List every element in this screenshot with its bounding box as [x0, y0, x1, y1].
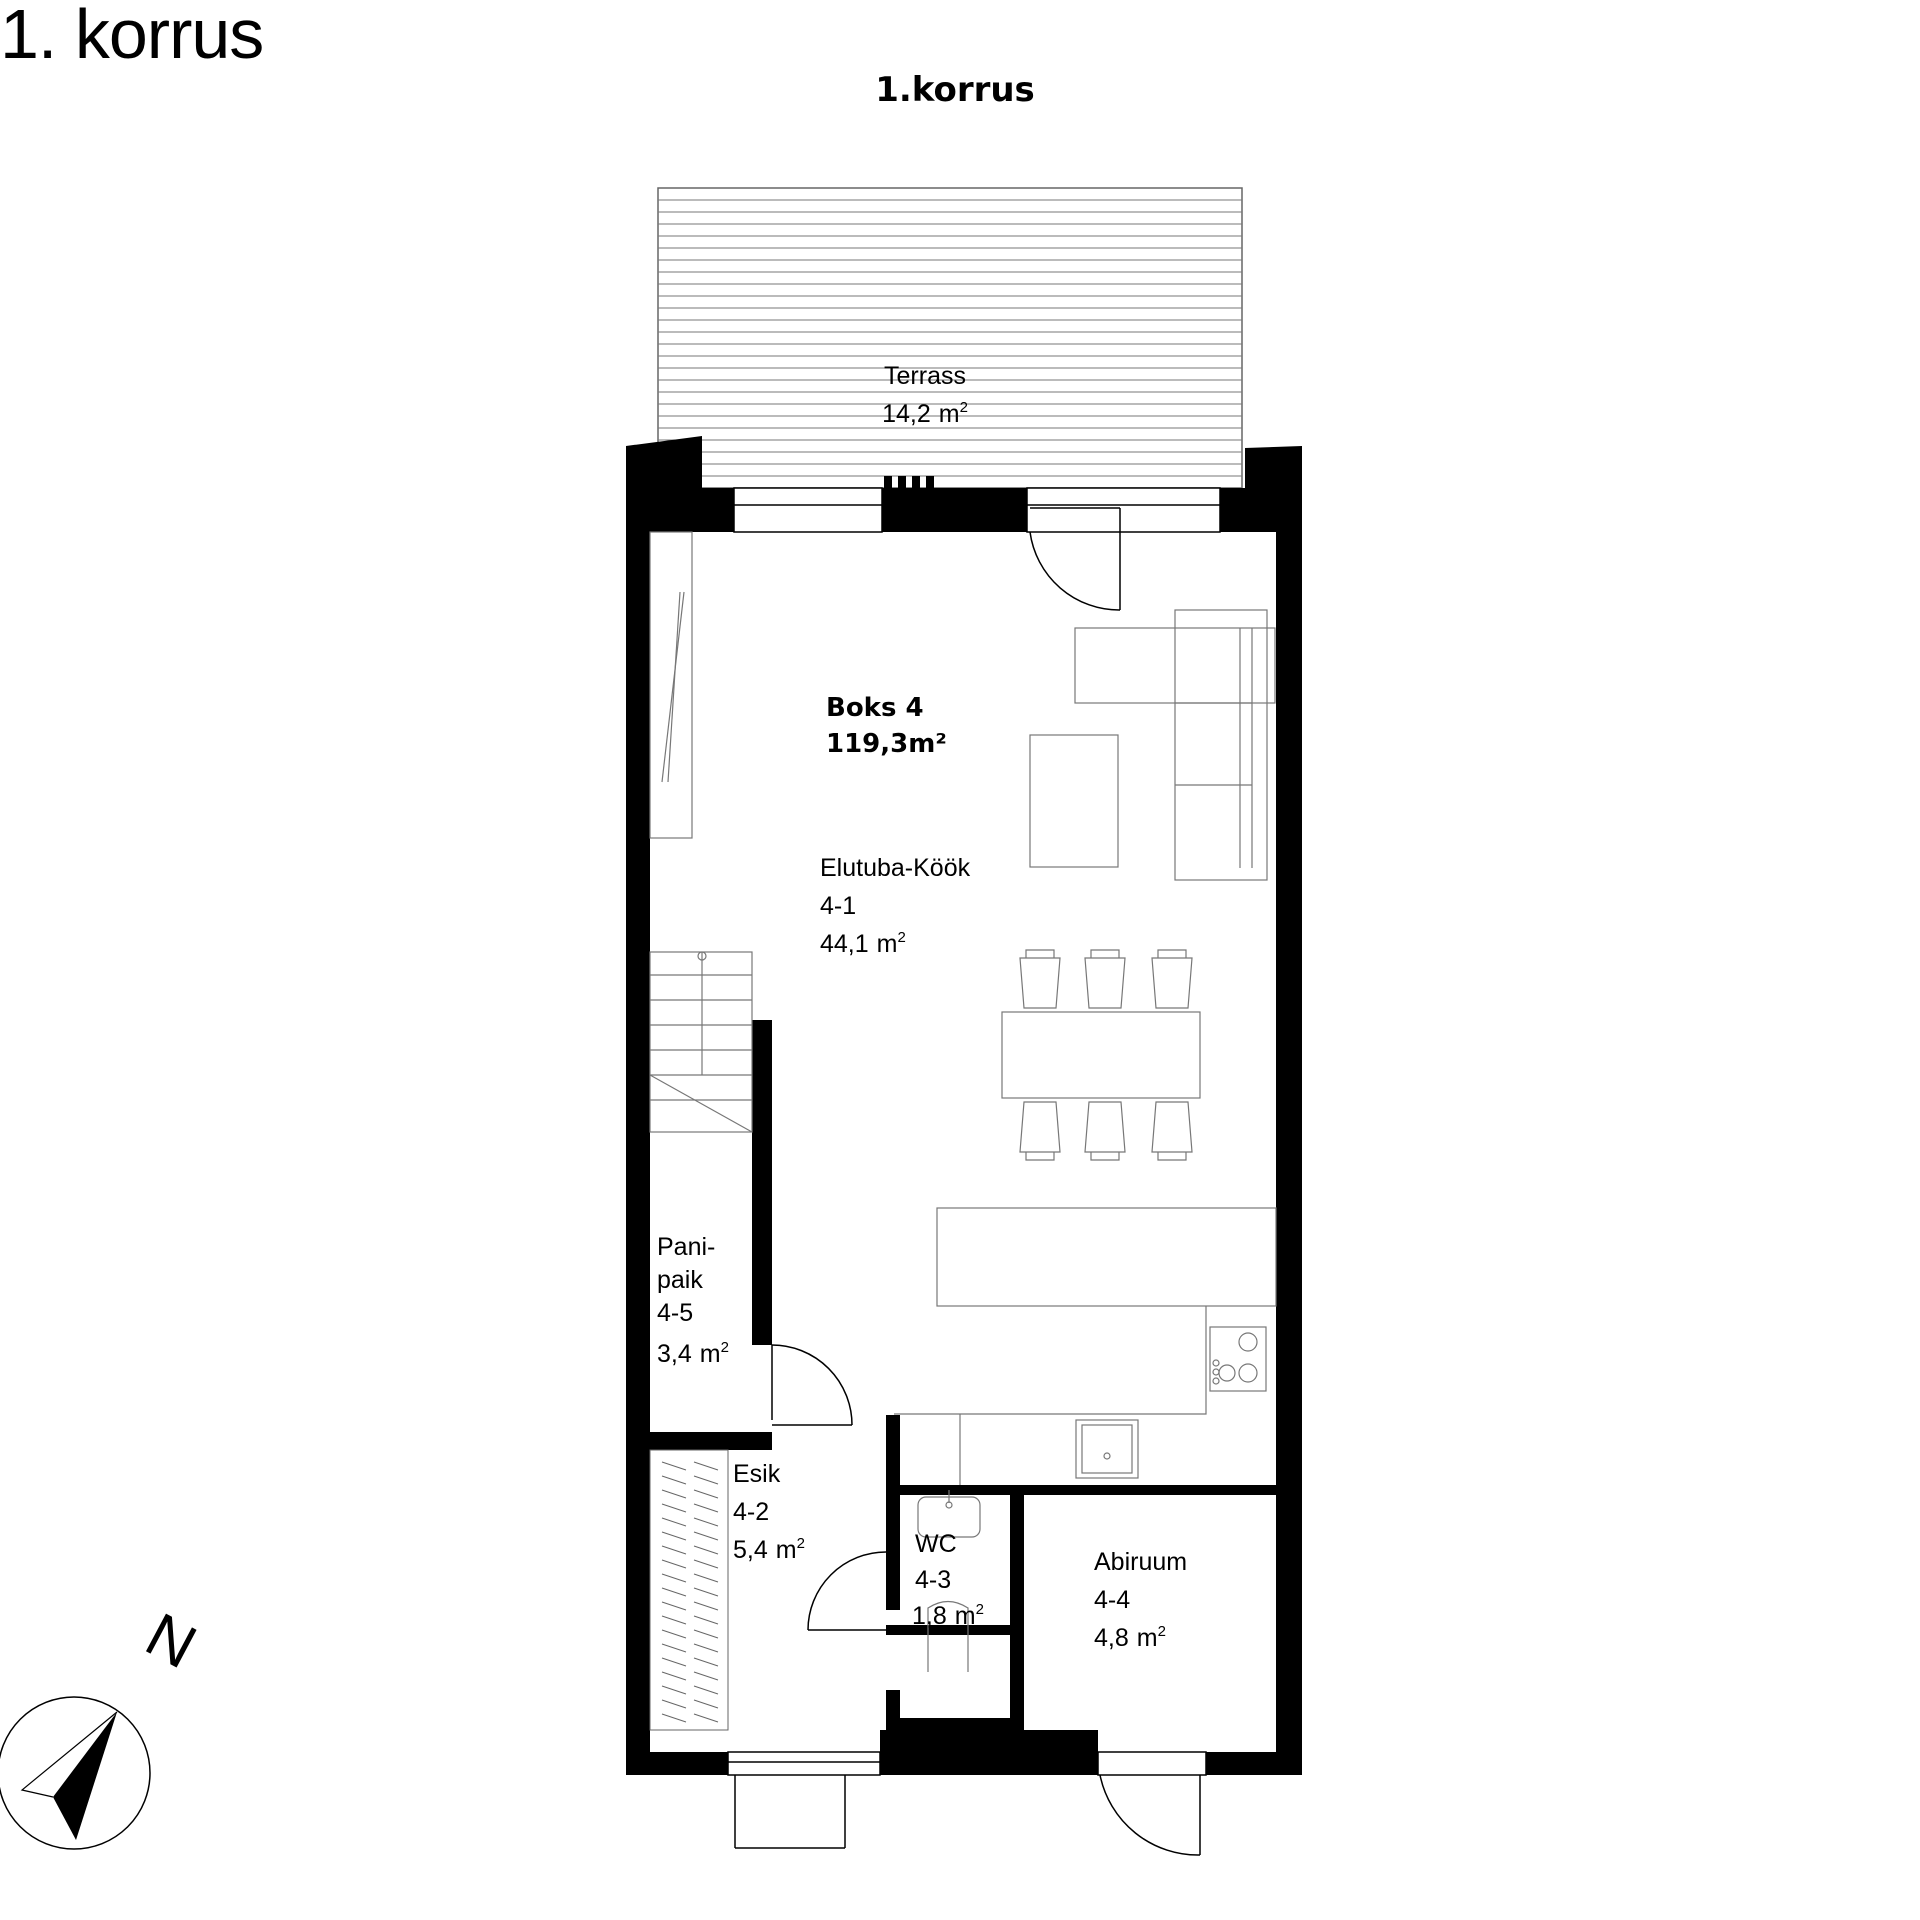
cooktop — [1209, 1326, 1267, 1392]
wardrobe-hanger — [661, 1587, 719, 1597]
entrance-doors — [727, 1751, 1207, 1856]
utility-code: 4-4 — [1094, 1586, 1130, 1614]
dining-chair — [1084, 949, 1126, 1009]
plan-title: 1.korrus — [875, 70, 1035, 110]
terrace-deck — [657, 187, 1243, 489]
wardrobe-hanger — [661, 1545, 719, 1555]
storage-code: 4-5 — [657, 1299, 693, 1327]
dining-chair — [1084, 1101, 1126, 1161]
wardrobe-hanger — [661, 1713, 719, 1723]
unit-name: Boks 4 — [826, 693, 924, 723]
terrace-door-swing — [1029, 507, 1121, 611]
terrace-windows — [733, 487, 1221, 533]
page-title: 1. korrus — [0, 0, 264, 73]
wc-name: WC — [915, 1530, 957, 1558]
exterior-walls — [626, 436, 1302, 1775]
coffee-table — [1029, 734, 1119, 868]
dining-chair — [1151, 1101, 1193, 1161]
wardrobe-hanger — [661, 1601, 719, 1611]
wardrobe — [649, 1449, 729, 1731]
hall-code: 4-2 — [733, 1498, 769, 1526]
unit-area: 119,3m² — [826, 729, 947, 759]
tv-cabinet — [649, 531, 693, 839]
wardrobe-hanger — [661, 1503, 719, 1513]
wardrobe-hanger — [661, 1657, 719, 1667]
compass-needle-icon — [53, 1712, 117, 1840]
wardrobe-hanger — [661, 1685, 719, 1695]
storage-name-1: Pani- — [657, 1233, 715, 1261]
compass-circle — [0, 1696, 151, 1850]
storage-door — [771, 1344, 853, 1426]
dining-chair — [1151, 949, 1193, 1009]
wc-fixtures — [917, 1490, 981, 1672]
wardrobe-hanger — [661, 1573, 719, 1583]
dining-chair — [1019, 949, 1061, 1009]
wardrobe-hanger — [661, 1699, 719, 1709]
vent-grille — [884, 476, 934, 488]
wardrobe-hanger — [661, 1517, 719, 1527]
hall-name: Esik — [733, 1460, 781, 1488]
wardrobe-hanger — [661, 1531, 719, 1541]
wardrobe-hanger — [661, 1475, 719, 1485]
wardrobe-hanger — [661, 1489, 719, 1499]
staircase — [649, 951, 753, 1133]
storage-name-2: paik — [657, 1266, 703, 1294]
interior-walls — [650, 1020, 1276, 1750]
wardrobe-hanger — [661, 1643, 719, 1653]
wc-code: 4-3 — [915, 1566, 951, 1594]
kitchen-island — [936, 1207, 1277, 1307]
wardrobe-hanger — [661, 1461, 719, 1471]
living-name: Elutuba-Köök — [820, 854, 971, 882]
north-label: N — [135, 1600, 207, 1682]
wardrobe-hanger — [661, 1629, 719, 1639]
wardrobe-hanger — [661, 1615, 719, 1625]
terrace-name: Terrass — [884, 362, 966, 390]
living-code: 4-1 — [820, 892, 856, 920]
dining-chair — [1019, 1101, 1061, 1161]
utility-name: Abiruum — [1094, 1548, 1187, 1576]
wardrobe-hanger — [661, 1559, 719, 1569]
wardrobe-hanger — [661, 1671, 719, 1681]
north-arrow: N — [0, 1600, 207, 1850]
dining-set — [1001, 949, 1201, 1161]
sofa — [1074, 609, 1276, 881]
wc-door — [807, 1551, 887, 1631]
kitchen-counter — [894, 1306, 1207, 1485]
